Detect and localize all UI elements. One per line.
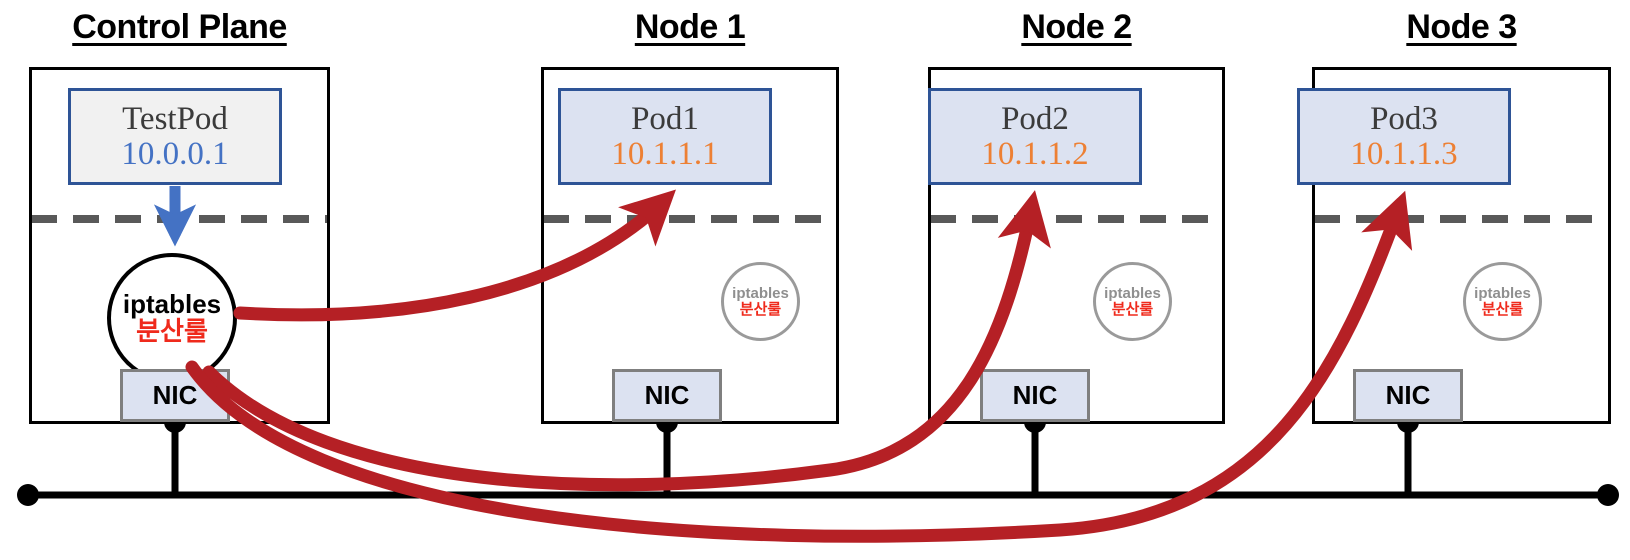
host-title-node-2: Node 2 — [1021, 8, 1132, 46]
pod-box-pod1[interactable]: Pod1 10.1.1.1 — [558, 88, 772, 185]
iptables-rule-label-node-3: 분산룰 — [1481, 300, 1524, 318]
host-title-node-1: Node 1 — [634, 8, 746, 46]
iptables-circle-node-1[interactable]: iptables 분산룰 — [721, 262, 800, 341]
iptables-label-control-plane: iptables — [122, 288, 222, 319]
nic-box-control-plane[interactable]: NIC — [120, 369, 230, 422]
nic-box-node-2[interactable]: NIC — [980, 369, 1090, 422]
pod-name-pod3: Pod3 — [1370, 100, 1438, 137]
pod-name-pod1: Pod1 — [631, 100, 699, 137]
network-bus — [17, 484, 1619, 506]
iptables-rule-label-node-2: 분산룰 — [1111, 300, 1154, 318]
iptables-rule-label-control-plane: 분산룰 — [136, 316, 208, 346]
pod-ip-pod3: 10.1.1.3 — [1350, 135, 1458, 172]
nic-box-node-3[interactable]: NIC — [1353, 369, 1463, 422]
iptables-circle-node-2[interactable]: iptables 분산룰 — [1093, 262, 1172, 341]
iptables-label-node-2: iptables — [1104, 284, 1161, 302]
pod-name-pod2: Pod2 — [1001, 100, 1069, 137]
bus-endpoint-right-dot — [1597, 484, 1619, 506]
pod-ip-testpod: 10.0.0.1 — [121, 135, 229, 172]
host-title-control-plane: Control Plane — [72, 8, 287, 46]
iptables-circle-node-3[interactable]: iptables 분산룰 — [1463, 262, 1542, 341]
nic-box-node-1[interactable]: NIC — [612, 369, 722, 422]
pod-box-pod2[interactable]: Pod2 10.1.1.2 — [928, 88, 1142, 185]
host-title-node-3: Node 3 — [1406, 8, 1517, 46]
iptables-label-node-1: iptables — [732, 284, 789, 302]
pod-name-testpod: TestPod — [122, 100, 228, 137]
pod-ip-pod1: 10.1.1.1 — [611, 135, 719, 172]
iptables-label-node-3: iptables — [1474, 284, 1531, 302]
iptables-rule-label-node-1: 분산룰 — [739, 300, 782, 318]
pod-box-pod3[interactable]: Pod3 10.1.1.3 — [1297, 88, 1511, 185]
pod-box-testpod[interactable]: TestPod 10.0.0.1 — [68, 88, 282, 185]
bus-endpoint-left-dot — [17, 484, 39, 506]
iptables-circle-control-plane[interactable]: iptables 분산룰 — [107, 253, 237, 383]
pod-ip-pod2: 10.1.1.2 — [981, 135, 1089, 172]
